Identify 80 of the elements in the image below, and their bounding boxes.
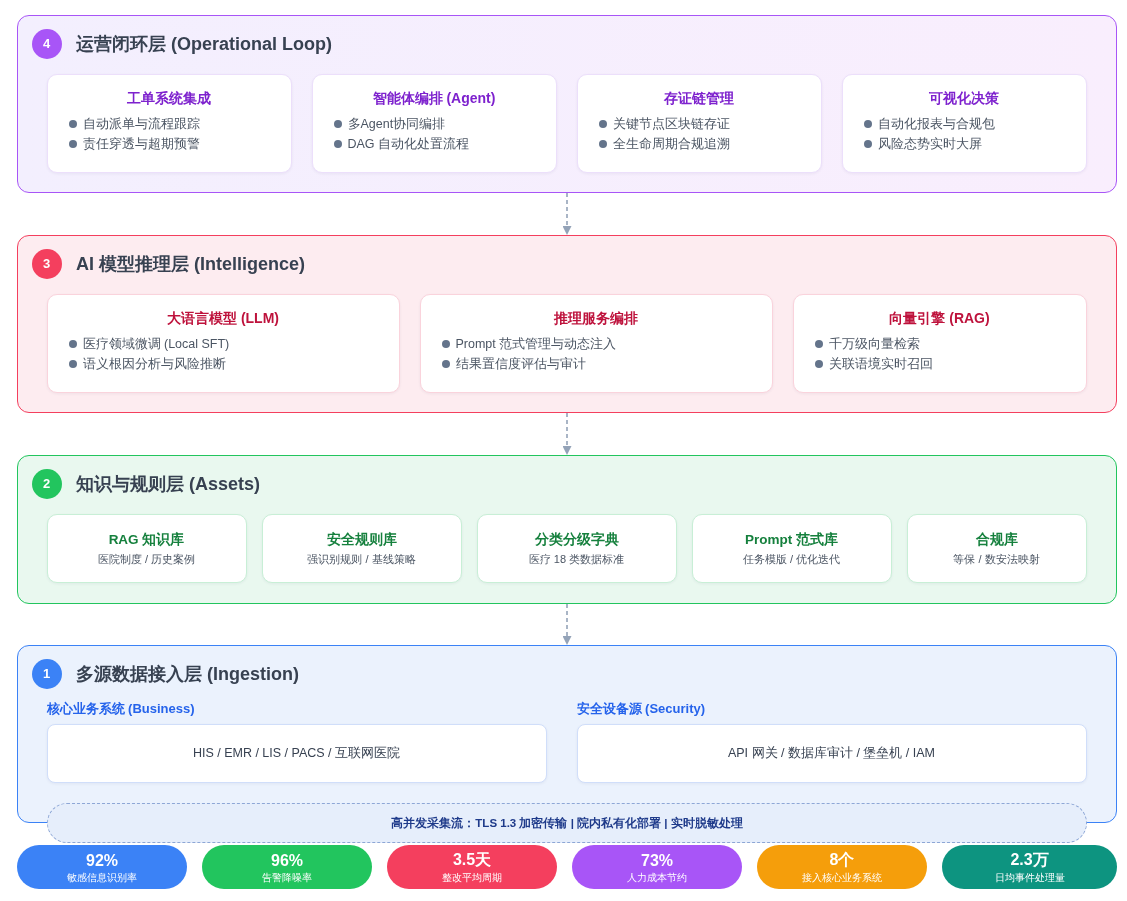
stat-pill (202, 845, 372, 889)
number-badge: 1 (31, 658, 62, 689)
bullet-text: 关键节点区块链存证 (612, 115, 730, 132)
stat-value: 2.3万 (1009, 850, 1050, 870)
flow-arrow (562, 412, 572, 456)
stat-pill (942, 845, 1117, 889)
bullet-text: 结果置信度评估与审计 (455, 355, 586, 372)
layer-title: 多源数据接入层 (Ingestion) (76, 663, 299, 686)
card-heading: 存证链管理 (663, 88, 735, 108)
stat-pill (572, 845, 742, 889)
layer-panel (17, 235, 1117, 413)
module-card (261, 513, 462, 583)
bullet-text: 全生命周期合规追溯 (612, 135, 730, 152)
stat-pill (17, 845, 187, 889)
card-heading: 大语言模型 (LLM) (166, 308, 280, 328)
stat-value: 73% (640, 850, 674, 871)
number-badge: 3 (31, 248, 62, 279)
stat-pill (757, 845, 927, 889)
module-card (46, 513, 247, 583)
module-card (311, 73, 557, 173)
module-card (906, 513, 1087, 583)
flow-arrow (562, 192, 572, 236)
bullet-text: 千万级向量检索 (828, 335, 920, 352)
bullet-text: 关联语境实时召回 (828, 355, 933, 372)
stat-value: 92% (85, 850, 119, 871)
stat-value: 96% (270, 850, 304, 871)
module-card (691, 513, 892, 583)
layer-panel (17, 455, 1117, 604)
module-card (841, 73, 1087, 173)
group-heading: 安全设备源 (Security) (576, 699, 706, 718)
flow-arrow (562, 603, 572, 646)
stat-label: 告警降噪率 (261, 872, 313, 885)
card-heading: 合规库 (974, 530, 1019, 549)
bullet-text: 自动派单与流程跟踪 (82, 115, 200, 132)
source-list-panel: HIS / EMR / LIS / PACS / 互联网医院 (46, 723, 547, 783)
card-heading: 分类分级字典 (533, 530, 620, 549)
card-heading: RAG 知识库 (107, 530, 186, 549)
pipeline-banner: 高并发采集流：TLS 1.3 加密传输 | 院内私有化部署 | 实时脱敏处理 (47, 803, 1087, 843)
layer-title: AI 模型推理层 (Intelligence) (76, 253, 306, 276)
card-subtitle: 医疗 18 类数据标准 (527, 552, 626, 567)
card-subtitle: 任务模版 / 优化迭代 (741, 552, 842, 567)
card-subtitle: 强识别规则 / 基线策略 (306, 552, 417, 567)
module-card (576, 73, 822, 173)
layer-title: 运营闭环层 (Operational Loop) (76, 33, 332, 56)
stat-label: 日均事件处理量 (993, 872, 1066, 885)
number-badge: 2 (31, 468, 62, 499)
card-heading: 工单系统集成 (126, 88, 212, 108)
stat-label: 整改平均周期 (441, 872, 503, 885)
stat-value: 3.5天 (451, 850, 493, 870)
card-heading: 向量引擎 (RAG) (888, 308, 991, 328)
stat-label: 敏感信息识别率 (66, 872, 138, 885)
card-heading: 安全规则库 (325, 530, 398, 549)
card-heading: 推理服务编排 (553, 308, 639, 328)
card-subtitle: 医院制度 / 历史案例 (96, 552, 197, 567)
bullet-text: 多Agent协同编排 (347, 115, 446, 132)
bullet-text: DAG 自动化处置流程 (347, 135, 470, 152)
source-list-panel: API 网关 / 数据库审计 / 堡垒机 / IAM (576, 723, 1087, 783)
bullet-text: 责任穿透与超期预警 (82, 135, 200, 152)
stat-label: 人力成本节约 (626, 872, 688, 885)
bullet-text: Prompt 范式管理与动态注入 (455, 335, 617, 352)
stat-label: 接入核心业务系统 (801, 872, 883, 885)
module-card (46, 73, 292, 173)
stat-pill (387, 845, 557, 889)
module-card (476, 513, 677, 583)
stat-value: 8个 (828, 850, 856, 870)
card-heading: 智能体编排 (Agent) (371, 88, 497, 108)
bullet-text: 语义根因分析与风险推断 (82, 355, 226, 372)
module-card (792, 293, 1087, 393)
module-card (419, 293, 773, 393)
bullet-text: 自动化报表与合规包 (877, 115, 995, 132)
group-heading: 核心业务系统 (Business) (46, 699, 195, 718)
layer-panel (17, 15, 1117, 193)
card-heading: Prompt 范式库 (744, 530, 839, 549)
card-heading: 可视化决策 (928, 88, 1000, 108)
number-badge: 4 (31, 28, 62, 59)
layer-title: 知识与规则层 (Assets) (76, 473, 261, 496)
card-subtitle: 等保 / 数安法映射 (952, 552, 1041, 567)
bullet-text: 医疗领域微调 (Local SFT) (82, 335, 230, 352)
bullet-text: 风险态势实时大屏 (877, 135, 982, 152)
module-card (46, 293, 400, 393)
